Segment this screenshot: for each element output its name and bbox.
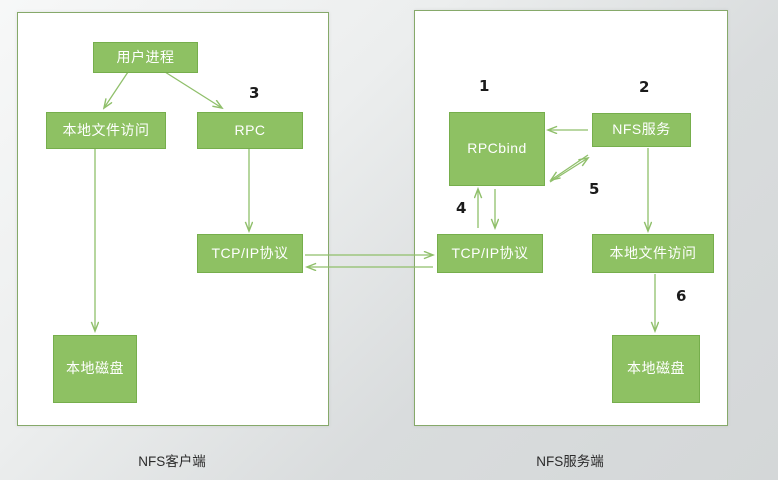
- server-step-number-5: 5: [589, 180, 600, 198]
- server-box-local-disk[interactable]: 本地磁盘: [612, 335, 700, 403]
- server-box-rpcbind[interactable]: RPCbind: [449, 112, 545, 186]
- client-box-user-process[interactable]: 用户进程: [93, 42, 198, 73]
- client-box-local-file-access[interactable]: 本地文件访问: [46, 112, 166, 149]
- server-step-number-1: 1: [479, 77, 490, 95]
- server-step-number-6: 6: [676, 287, 687, 305]
- client-step-number-3: 3: [249, 84, 260, 102]
- server-box-nfs-service[interactable]: NFS服务: [592, 113, 691, 147]
- server-box-tcp-ip[interactable]: TCP/IP协议: [437, 234, 543, 273]
- server-panel-caption: NFS服务端: [536, 454, 604, 469]
- client-box-tcp-ip[interactable]: TCP/IP协议: [197, 234, 303, 273]
- server-box-local-file-access[interactable]: 本地文件访问: [592, 234, 714, 273]
- server-step-number-4: 4: [456, 199, 467, 217]
- server-step-number-2: 2: [639, 78, 650, 96]
- client-panel-caption: NFS客户端: [138, 454, 206, 469]
- client-box-rpc[interactable]: RPC: [197, 112, 303, 149]
- client-box-local-disk[interactable]: 本地磁盘: [53, 335, 137, 403]
